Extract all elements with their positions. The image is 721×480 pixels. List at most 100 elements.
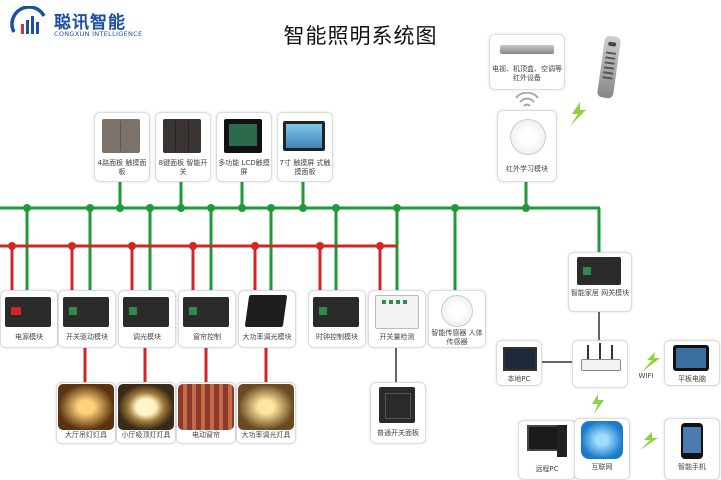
- internet-card: 互联网: [574, 418, 630, 480]
- wireless-bolt-icon: [640, 432, 658, 450]
- bus-node: [207, 204, 215, 212]
- switch-panel-label: 普通开关面板: [377, 429, 419, 437]
- bus-node: [332, 204, 340, 212]
- power-node: [251, 242, 259, 250]
- panel-label: 8键面板 智能开关: [158, 159, 208, 176]
- power-node: [68, 242, 76, 250]
- ir-module-card: 红外学习模块: [497, 110, 557, 182]
- bus-node: [522, 204, 530, 212]
- clock-module-icon: [313, 297, 359, 327]
- gateway-label: 智能家居 网关模块: [570, 289, 630, 297]
- wall-switch-icon: [379, 387, 415, 423]
- panel-label: 4路面板 触摸面板: [97, 159, 147, 176]
- panel-card-3: 多功能 LCD触摸屏: [216, 112, 272, 182]
- desktop-card: 远程PC: [518, 420, 576, 480]
- curtain-module-icon: [183, 297, 229, 327]
- module-card-5: 大功率调光模块: [238, 290, 296, 348]
- module-card-6: 时钟控制模块: [308, 290, 366, 348]
- gateway-card: 智能家居 网关模块: [568, 252, 632, 312]
- gateway-icon: [577, 257, 621, 285]
- lcd-screen-icon: [224, 119, 262, 153]
- load-label: 大厅吊灯灯具: [65, 431, 107, 439]
- phone-label: 智能手机: [678, 463, 706, 471]
- curtain-icon: [178, 384, 234, 430]
- set-top-box-icon: [500, 45, 554, 54]
- power-node: [128, 242, 136, 250]
- panel-card-2: 8键面板 智能开关: [155, 112, 211, 182]
- module-label: 大功率调光模块: [242, 333, 292, 341]
- panel-label: 7寸 触摸屏 式触摸面板: [279, 159, 331, 176]
- chandelier-icon: [58, 384, 114, 430]
- tablet-label: 平板电脑: [678, 375, 706, 383]
- module-card-3: 调光模块: [118, 290, 176, 348]
- router-card: [572, 340, 628, 388]
- touch-panel-icon: [102, 119, 140, 153]
- load-label: 电动窗帘: [192, 431, 220, 439]
- desktop-label: 远程PC: [535, 465, 559, 473]
- bus-node: [267, 204, 275, 212]
- panel-label: 多功能 LCD触摸屏: [218, 159, 270, 176]
- module-card-7: 开关量检测: [368, 290, 426, 348]
- bus-node: [299, 204, 307, 212]
- load-card-3: 电动窗帘: [176, 382, 236, 444]
- company-logo-icon: [8, 5, 50, 40]
- wireless-signal-icon: [512, 91, 542, 108]
- switch-detect-icon: [375, 295, 419, 329]
- logo-name-en: CONGXUN INTELLIGENCE: [54, 30, 143, 38]
- desktop-icon: [527, 425, 559, 451]
- relay-module-icon: [63, 297, 109, 327]
- wireless-bolt-icon: [570, 102, 586, 126]
- internet-icon: [581, 421, 623, 459]
- logo-name-cn: 聪讯智能: [54, 13, 126, 33]
- power-node: [316, 242, 324, 250]
- module-label: 开关驱动模块: [66, 333, 108, 341]
- laptop-label: 本地PC: [507, 375, 531, 383]
- motion-sensor-icon: [441, 295, 473, 327]
- phone-card: 智能手机: [664, 418, 720, 480]
- bus-node: [177, 204, 185, 212]
- module-label: 窗帘控制: [193, 333, 221, 341]
- internet-label: 互联网: [591, 463, 613, 471]
- power-node: [8, 242, 16, 250]
- chandelier-icon: [238, 384, 294, 430]
- wifi-label: WIFI: [638, 372, 654, 380]
- power-module-icon: [5, 297, 51, 327]
- ir-devices-card: 电视、机顶盒、空调等红外设备: [489, 34, 565, 90]
- panel-card-4: 7寸 触摸屏 式触摸面板: [277, 112, 333, 182]
- ceiling-lamp-icon: [118, 384, 174, 430]
- router-icon: [581, 359, 621, 371]
- ir-sensor-icon: [510, 119, 546, 155]
- switch-panel-card: 普通开关面板: [370, 382, 426, 444]
- touchscreen-icon: [283, 121, 325, 151]
- ir-module-label: 红外学习模块: [506, 165, 548, 173]
- key-panel-icon: [163, 119, 201, 153]
- bus-node: [451, 204, 459, 212]
- wireless-bolt-icon: [592, 394, 604, 414]
- bus-node: [393, 204, 401, 212]
- bus-node: [116, 204, 124, 212]
- smartphone-icon: [681, 423, 703, 459]
- module-label: 开关量检测: [379, 333, 415, 341]
- dimmer-module-icon: [123, 297, 169, 327]
- load-label: 大功率调光灯具: [241, 431, 291, 439]
- module-card-2: 开关驱动模块: [58, 290, 116, 348]
- set-top-box-label: 电视、机顶盒、空调等红外设备: [492, 65, 562, 82]
- panel-card-1: 4路面板 触摸面板: [94, 112, 150, 182]
- wireless-bolt-icon: [642, 352, 660, 372]
- module-card-8: 智能传感器 人体传感器: [428, 290, 486, 348]
- load-card-1: 大厅吊灯灯具: [56, 382, 116, 444]
- tablet-icon: [673, 345, 709, 371]
- module-label: 调光模块: [133, 333, 161, 341]
- laptop-card: 本地PC: [496, 340, 542, 386]
- power-node: [189, 242, 197, 250]
- load-label: 小厅吸顶灯灯具: [121, 431, 171, 439]
- load-card-4: 大功率调光灯具: [236, 382, 296, 444]
- bus-node: [86, 204, 94, 212]
- bus-node: [238, 204, 246, 212]
- bus-node: [146, 204, 154, 212]
- bus-node: [23, 204, 31, 212]
- load-card-2: 小厅吸顶灯灯具: [116, 382, 176, 444]
- module-label: 时钟控制模块: [316, 333, 358, 341]
- diagram-title: 智能照明系统图: [283, 24, 438, 48]
